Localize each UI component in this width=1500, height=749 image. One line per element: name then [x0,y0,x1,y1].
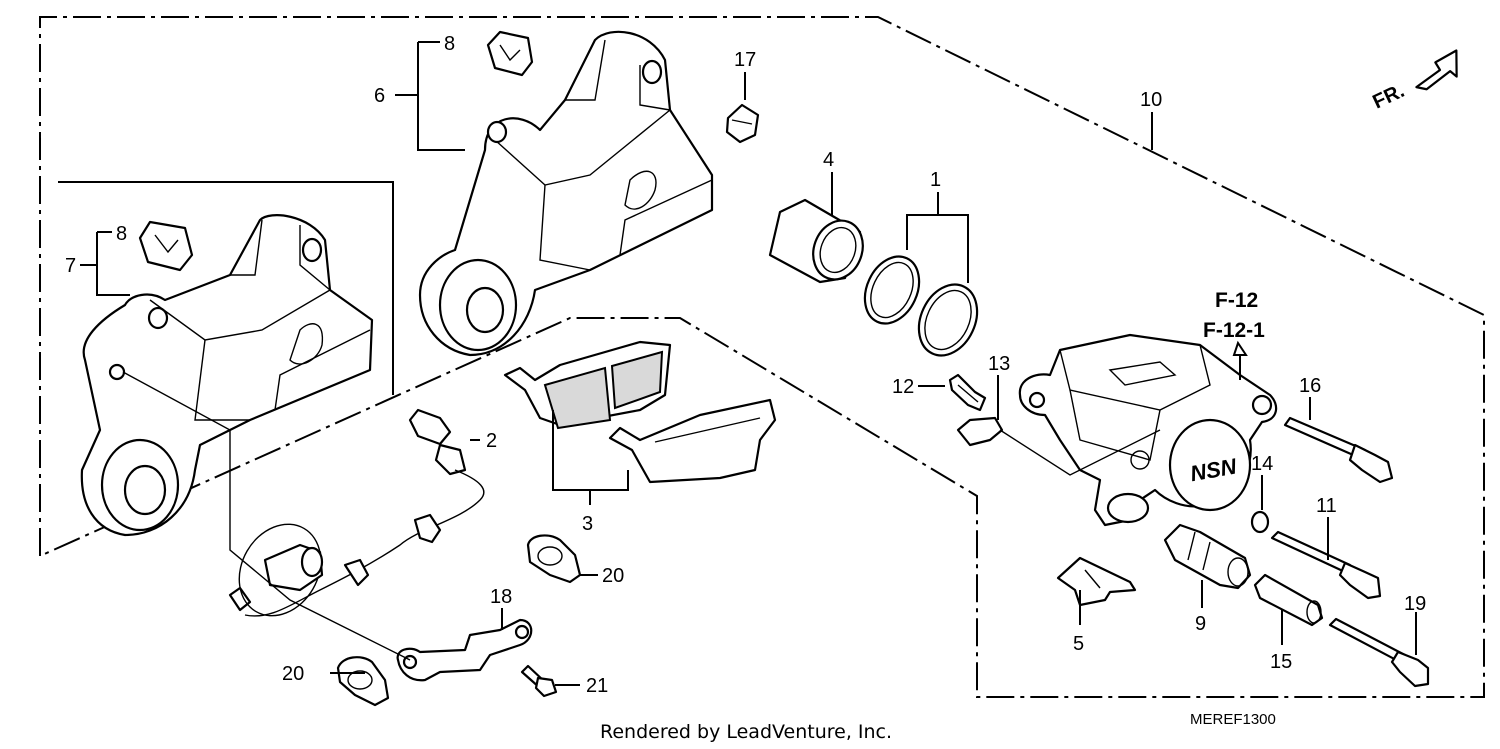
sensor-stay-18 [396,618,533,682]
diagram-code: MEREF1300 [1190,711,1276,728]
pad-spring-clip-8-lower [138,220,194,272]
caliper-bracket-6 [418,30,714,357]
callout-16: 16 [1299,375,1321,397]
callout-5: 5 [1073,633,1084,655]
callout-3: 3 [582,513,593,535]
callout-19: 19 [1404,593,1426,615]
callout-4: 4 [823,149,834,171]
washer-14 [1250,510,1270,534]
callout-11: 11 [1316,495,1337,517]
brake-pad-set-3 [503,340,777,484]
callout-2: 2 [486,430,497,452]
callout-6: 6 [374,85,385,107]
front-label: FR. [1369,80,1407,114]
pin-bolt-16 [1283,416,1394,484]
callout-1: 1 [930,169,941,191]
caliper-bracket-7 [80,214,374,537]
callout-21: 21 [586,675,608,697]
callout-20-upper: 20 [602,565,624,587]
bleed-screw-12 [948,373,987,412]
leader-lines [80,41,1417,686]
pad-spring-5 [1056,556,1137,607]
callout-14: 14 [1251,453,1273,475]
piston-seal-set-1 [863,255,979,357]
front-direction-indicator: FR. [1369,49,1458,114]
group-outline-main [39,16,1485,698]
group-outline-bracket-7 [58,181,394,395]
callout-17: 17 [734,49,756,71]
bolt-21 [520,664,558,698]
callout-15: 15 [1270,651,1292,673]
callout-7: 7 [65,255,76,277]
callout-12: 12 [892,376,914,398]
bleeder-cover-13 [956,416,1004,447]
callout-20-lower: 20 [282,663,304,685]
callout-8-lower: 8 [116,223,127,245]
callout-10: 10 [1140,89,1162,111]
bleeder-cap-17 [725,103,760,144]
callout-8-upper: 8 [444,33,455,55]
reference-f12: F-12 [1215,289,1258,312]
clamp-20-upper [526,534,582,584]
reference-f12-1: F-12-1 [1203,319,1265,342]
pin-bolt-19 [1328,617,1430,688]
pad-spring-clip-8-upper [486,30,534,77]
caliper-body-10: NSN [1018,333,1278,527]
front-arrow-icon [1415,49,1458,91]
rendered-by-credit: Rendered by LeadVenture, Inc. [600,721,892,743]
callout-13: 13 [988,353,1010,375]
pin-bolt-11 [1270,530,1382,600]
callout-9: 9 [1195,613,1206,635]
clamp-20-lower [336,656,390,707]
sleeve-15 [1253,573,1324,627]
sensor-wire-2 [228,408,485,617]
boot-9 [1163,523,1252,590]
piston-4 [768,198,864,284]
callout-18: 18 [490,586,512,608]
